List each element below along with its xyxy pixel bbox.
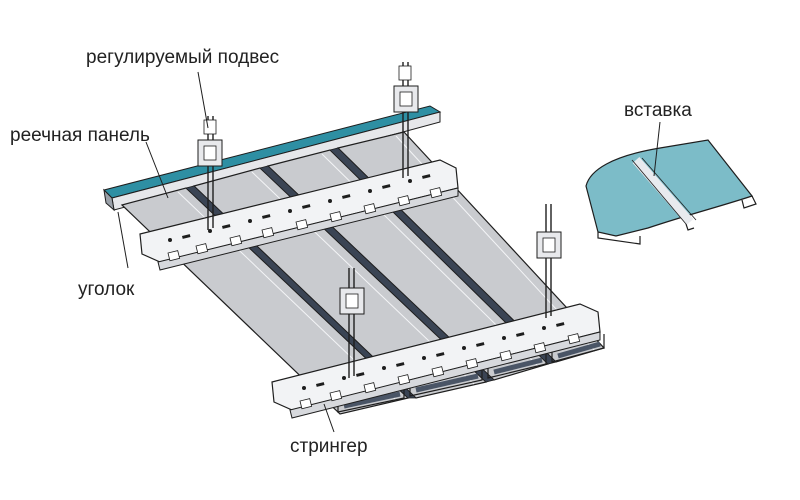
label-stringer: стрингер (290, 436, 368, 457)
label-slat-panel: реечная панель (10, 125, 150, 146)
leader-stringer (323, 403, 335, 433)
leader-corner (117, 211, 129, 269)
hanger-2 (393, 62, 419, 178)
leader-panel (145, 141, 169, 199)
label-adjustable-hanger: регулируемый подвес (86, 47, 280, 68)
hanger-1 (197, 116, 223, 230)
insert-strip (585, 139, 757, 245)
hanger-4 (536, 204, 562, 318)
stringer-lower (271, 303, 601, 419)
label-insert: вставка (624, 100, 692, 121)
leader-hanger (197, 71, 209, 129)
leader-insert (653, 121, 661, 177)
hanger-3 (339, 268, 365, 378)
stringer-upper (139, 159, 459, 271)
leader-lines (117, 71, 661, 433)
label-wall-corner: уголок (78, 279, 135, 300)
